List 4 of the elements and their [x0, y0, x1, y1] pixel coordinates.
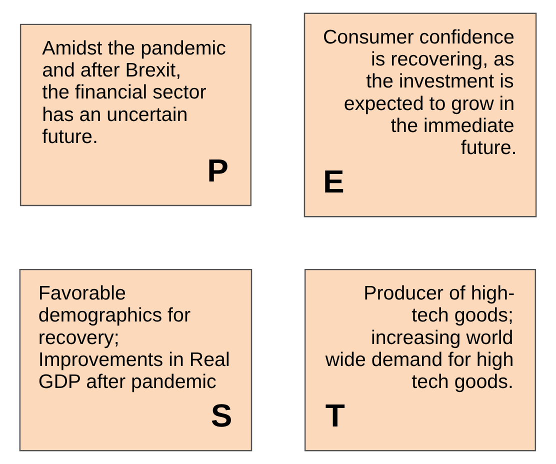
- node-box: Amidst the pandemic and after Brexit, the financial sector has an uncertain future. P: [20, 24, 252, 206]
- node-box: Consumer confidence is recovering, as the investment is expected to grow in the immediate future. E: [304, 12, 537, 218]
- node-box: Producer of high-tech goods; increasing world wide demand for high tech goods. T: [304, 268, 536, 452]
- node-box: Favorable demographics for recovery; Improvements in Real GDP after pandemic S: [19, 268, 252, 452]
